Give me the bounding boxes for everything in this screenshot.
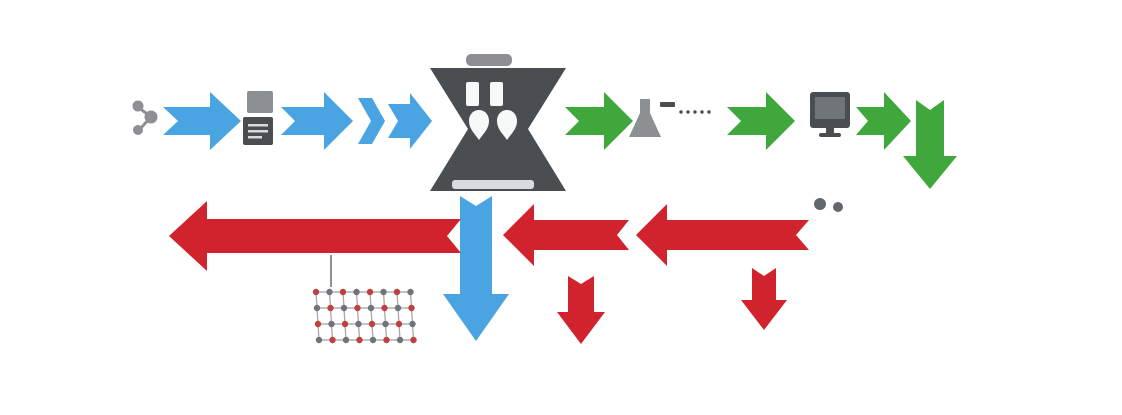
lattice-atom xyxy=(382,320,389,328)
lattice-atom xyxy=(326,288,333,296)
lattice-atom xyxy=(396,336,404,344)
arrow-right-blue-2 xyxy=(281,92,353,150)
dotted-line-dot xyxy=(700,110,704,114)
document-line xyxy=(248,130,268,133)
lattice-atom xyxy=(355,320,362,328)
lattice-atom xyxy=(341,320,349,328)
document-top xyxy=(247,91,273,113)
documents-icon xyxy=(243,91,273,145)
lattice-atom xyxy=(380,288,387,296)
lattice-atom xyxy=(313,304,321,312)
double-arrow-right-blue xyxy=(358,93,432,149)
lattice-atom xyxy=(312,288,320,296)
arrow-down-green xyxy=(903,100,957,189)
arrow-right-green-2 xyxy=(727,92,795,150)
node-dots-icon xyxy=(814,198,843,212)
lattice-atom xyxy=(327,304,334,312)
lattice-atom xyxy=(366,288,374,296)
sample-slot xyxy=(490,82,503,106)
branch-arrow-down-red-1 xyxy=(557,276,605,344)
lattice-atom xyxy=(408,304,415,312)
node-dot xyxy=(814,198,826,210)
arrow-right-green-3 xyxy=(856,92,911,150)
apparatus-body xyxy=(430,68,566,191)
dotted-line-dot xyxy=(693,110,697,114)
return-arrow-left-red-right xyxy=(636,204,809,266)
arrow-right-blue-1 xyxy=(163,92,241,150)
lattice-atom xyxy=(381,304,388,312)
droplet-icon xyxy=(469,110,489,140)
lattice-atom xyxy=(353,288,360,296)
lattice-atom xyxy=(409,320,416,328)
lattice-atom xyxy=(354,304,361,312)
return-arrow-left-red-middle xyxy=(503,204,629,266)
chevron-right-icon xyxy=(358,98,385,144)
document-line xyxy=(248,136,262,139)
lattice-atom xyxy=(393,288,401,296)
dotted-line-dot xyxy=(686,110,690,114)
energy-level-dash xyxy=(660,102,675,107)
dotted-line-dot xyxy=(679,110,683,114)
monitor-base xyxy=(819,133,841,137)
lattice-atom xyxy=(394,304,402,312)
lattice-atom xyxy=(368,320,376,328)
lattice-atom xyxy=(342,336,350,344)
energy-levels-icon xyxy=(660,102,711,114)
monitor-screen xyxy=(815,97,845,119)
lattice-atom xyxy=(395,320,403,328)
lattice-atom xyxy=(383,336,390,344)
lattice-atom xyxy=(314,320,322,328)
lattice-atom xyxy=(315,336,323,344)
lattice-atom xyxy=(339,288,347,296)
transfer-arrow-down-blue xyxy=(443,196,509,341)
node-dot xyxy=(833,202,843,212)
lattice-atoms-and-bonds xyxy=(312,288,417,344)
sample-slot xyxy=(466,82,479,106)
arrow-right-green-1 xyxy=(565,92,633,150)
lattice-atom xyxy=(407,288,414,296)
dotted-line-dot xyxy=(707,110,711,114)
molecule-atom xyxy=(132,100,144,112)
molecule-icon xyxy=(132,100,158,135)
molecule-atom xyxy=(144,110,158,124)
monitor-stand xyxy=(826,128,834,133)
crystal-lattice xyxy=(312,288,417,344)
computer-icon xyxy=(810,92,850,137)
apparatus-base xyxy=(452,180,534,189)
apparatus-icon xyxy=(430,54,566,191)
apparatus-lid xyxy=(466,54,512,66)
return-arrow-left-red-big xyxy=(169,201,461,271)
branch-arrow-down-red-2 xyxy=(741,268,787,330)
lattice-atom xyxy=(367,304,375,312)
lattice-atom xyxy=(340,304,348,312)
molecule-atom xyxy=(133,125,143,135)
lattice-atom xyxy=(356,336,363,344)
droplet-icon xyxy=(497,110,517,140)
document-line xyxy=(248,124,268,127)
lattice-atom xyxy=(329,336,336,344)
lattice-atom xyxy=(410,336,417,344)
lattice-atom xyxy=(328,320,335,328)
arrow-right-blue-3 xyxy=(388,93,432,149)
lattice-atom xyxy=(369,336,377,344)
flask-icon xyxy=(629,99,661,137)
